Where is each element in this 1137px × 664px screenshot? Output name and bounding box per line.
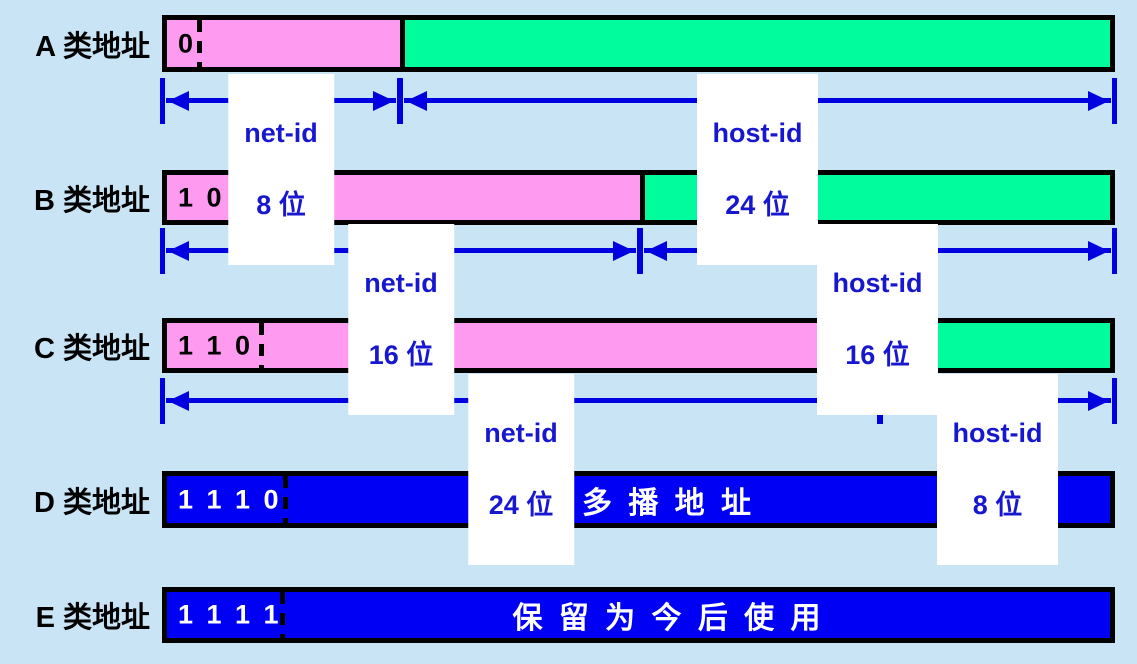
arrowhead-right-icon (1088, 391, 1109, 411)
arrow-tick (1112, 78, 1117, 124)
class-c-netid-segment: 1 1 0 (167, 323, 880, 368)
field-bits: 8 位 (972, 490, 1023, 520)
field-name: host-id (832, 268, 923, 299)
field-name: host-id (952, 418, 1043, 449)
field-name: net-id (244, 118, 318, 149)
class-c-label: C 类地址 (33, 332, 150, 365)
class-a-hostid-arrow: host-id 24 位 (398, 74, 1117, 265)
arrowhead-left-icon (168, 91, 189, 111)
class-c-netid-size-label: net-id 24 位 (468, 374, 574, 565)
class-e-description: 保 留 为 今 后 使 用 (512, 602, 825, 635)
field-name: net-id (484, 418, 558, 449)
class-e-bit-boundary-dash (280, 592, 285, 638)
class-a-bar: 0 (162, 15, 1115, 72)
field-bits: 16 位 (368, 340, 434, 370)
class-c-bit-boundary-dash (259, 323, 264, 368)
class-a-hostid-segment (399, 20, 1110, 67)
class-b-netid-arrow: net-id 16 位 (160, 224, 642, 415)
class-d-leading-bits: 1 1 1 0 (178, 484, 282, 514)
arrowhead-left-icon (406, 91, 427, 111)
arrowhead-left-icon (646, 241, 667, 261)
field-bits: 16 位 (845, 340, 910, 370)
arrow-tick (638, 228, 643, 274)
arrow-tick (398, 78, 403, 124)
field-bits: 8 位 (256, 190, 306, 220)
class-e-bar: 1 1 1 1 保 留 为 今 后 使 用 (162, 587, 1115, 643)
class-d-label: D 类地址 (33, 486, 150, 519)
arrowhead-left-icon (168, 241, 189, 261)
arrow-tick (1112, 228, 1117, 274)
class-e-leading-bits: 1 1 1 1 (178, 599, 282, 630)
class-a-bit-boundary-dash (197, 20, 202, 67)
class-d-bit-boundary-dash (283, 476, 288, 523)
arrowhead-right-icon (1088, 241, 1109, 261)
class-d-description: 多 播 地 址 (581, 486, 755, 520)
arrowhead-left-icon (168, 391, 189, 411)
arrow-tick (160, 78, 165, 124)
class-a-netid-arrow: net-id 8 位 (160, 74, 402, 265)
field-name: host-id (712, 118, 803, 149)
class-b-leading-bits: 1 0 (178, 182, 225, 212)
class-c-leading-bits: 1 1 0 (178, 330, 254, 360)
arrow-tick (160, 378, 165, 424)
class-c-netid-arrow: net-id 24 位 (160, 374, 882, 565)
class-c-hostid-arrow: host-id 8 位 (878, 374, 1117, 565)
class-a-label: A 类地址 (35, 30, 150, 63)
field-bits: 24 位 (488, 490, 554, 520)
class-a-netid-segment: 0 (167, 20, 400, 67)
field-name: net-id (364, 268, 438, 299)
class-a-hostid-size-label: host-id 24 位 (696, 74, 819, 265)
class-c-hostid-size-label: host-id 8 位 (936, 374, 1059, 565)
class-a-leading-bits: 0 (178, 28, 197, 58)
class-a-netid-size-label: net-id 8 位 (228, 74, 334, 265)
class-b-hostid-arrow: host-id 16 位 (638, 224, 1117, 415)
class-b-netid-size-label: net-id 16 位 (348, 224, 454, 415)
arrow-tick (1112, 378, 1117, 424)
class-c-bar: 1 1 0 (162, 318, 1115, 373)
arrowhead-right-icon (613, 241, 634, 261)
arrowhead-right-icon (373, 91, 394, 111)
field-bits: 24 位 (725, 190, 790, 220)
class-e-label: E 类地址 (35, 602, 150, 634)
class-b-hostid-size-label: host-id 16 位 (816, 224, 939, 415)
arrowhead-right-icon (1088, 91, 1109, 111)
class-b-label: B 类地址 (33, 184, 150, 217)
arrow-tick (160, 228, 165, 274)
